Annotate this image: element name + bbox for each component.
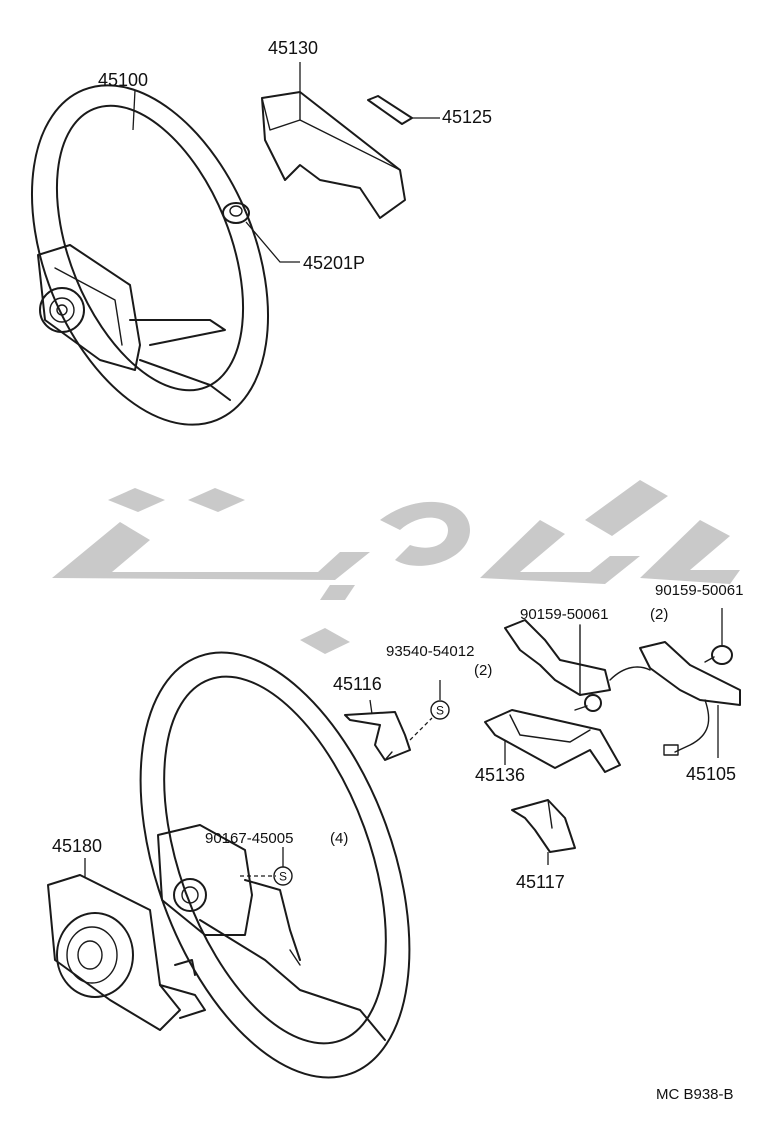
label-45105: 45105 — [686, 764, 736, 784]
label-45100: 45100 — [98, 70, 148, 90]
label-45117: 45117 — [516, 872, 565, 892]
screw-symbol-90167: S — [279, 870, 287, 884]
label-45180: 45180 — [52, 836, 102, 856]
label-90159-50061-b: 90159-50061 — [655, 582, 743, 599]
screw-symbol-93540: S — [436, 704, 444, 718]
label-93540-54012: 93540-54012 — [386, 643, 474, 660]
label-45201p: 45201P — [303, 253, 365, 273]
nut-45201p — [222, 202, 300, 263]
diagram-code: MC B938-B — [656, 1086, 734, 1103]
label-90159-50061-a-qty: (2) — [650, 606, 668, 623]
bracket-45116 — [344, 680, 450, 761]
label-93540-qty: (2) — [474, 662, 492, 679]
watermark-logo — [52, 480, 740, 654]
label-90167-qty: (4) — [330, 830, 348, 847]
bracket-45136 — [484, 624, 621, 773]
label-45125: 45125 — [442, 107, 492, 127]
steering-wheel-bottom — [139, 651, 411, 1079]
label-45136: 45136 — [475, 765, 525, 785]
screw-90167 — [240, 847, 293, 886]
bracket-45117 — [511, 799, 576, 865]
steering-wheel-top — [30, 84, 270, 426]
label-90167-45005: 90167-45005 — [205, 830, 293, 847]
switch-45105 — [504, 608, 741, 758]
leader-45100 — [132, 89, 136, 131]
label-45130: 45130 — [268, 38, 318, 58]
emblem-45125 — [367, 95, 440, 125]
horn-pad-45130 — [261, 62, 406, 219]
label-90159-50061-a: 90159-50061 — [520, 606, 608, 623]
label-45116: 45116 — [333, 674, 382, 694]
hub-45180 — [47, 858, 206, 1031]
